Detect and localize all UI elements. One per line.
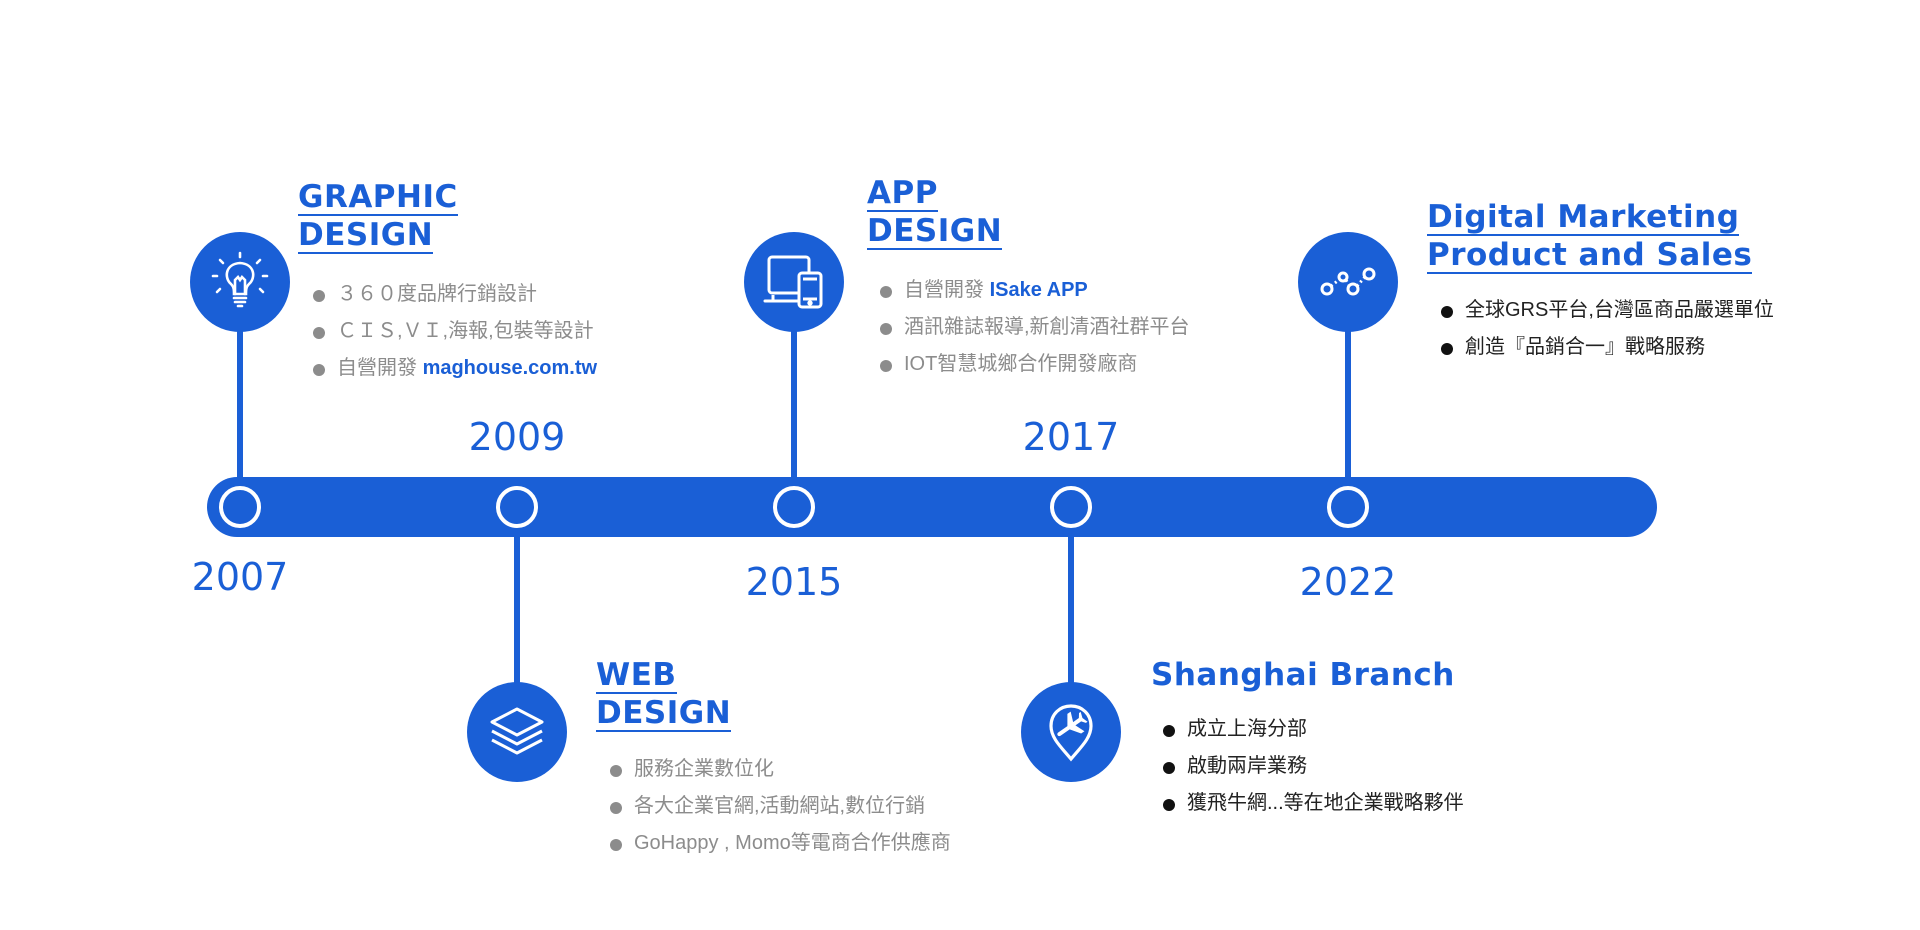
app-name-link[interactable]: ISake APP [989,279,1088,301]
list-item: 獲飛牛網...等在地企業戰略夥伴 [1163,785,1464,822]
timeline-node-2007 [219,486,261,528]
list-item: 自營開發 ISake APP [880,272,1190,309]
list-item: GoHappy , Momo等電商合作供應商 [610,825,951,862]
list-item: 各大企業官網,活動網站,數位行銷 [610,788,951,825]
title-line: Digital Marketing [1427,199,1740,236]
list-item: 啟動兩岸業務 [1163,748,1464,785]
title-line: Product and Sales [1427,237,1753,274]
list-item-text: 酒訊雜誌報導,新創清酒社群平台 [904,316,1190,338]
milestone-list-2022: 全球GRS平台,台灣區商品嚴選單位 創造『品銷合一』戰略服務 [1441,292,1774,366]
milestone-list-2017: 成立上海分部 啟動兩岸業務 獲飛牛網...等在地企業戰略夥伴 [1163,711,1464,822]
list-item: ＣＩＳ,ＶＩ,海報,包裝等設計 [313,313,597,350]
list-item: 成立上海分部 [1163,711,1464,748]
list-item-text: ３６０度品牌行銷設計 [337,283,537,305]
airplane-pin-icon [1049,704,1093,762]
stem-2022 [1345,330,1351,480]
layers-icon [490,707,544,755]
title-line: DESIGN [867,213,1003,250]
milestone-title-2015: APP DESIGN [867,174,1003,250]
list-item: 酒訊雜誌報導,新創清酒社群平台 [880,309,1190,346]
milestone-title-2009: WEB DESIGN [596,656,732,732]
list-item-text: 自營開發 [337,357,423,379]
timeline-node-2017 [1050,486,1092,528]
milestone-icon-2009 [467,682,567,782]
list-item-text: 成立上海分部 [1187,718,1307,740]
stem-2015 [791,330,797,480]
year-label-2009: 2009 [468,415,566,459]
website-link[interactable]: maghouse.com.tw [422,357,598,379]
title-line: DESIGN [596,695,732,732]
milestone-title-2017: Shanghai Branch [1151,656,1455,694]
milestone-icon-2007 [190,232,290,332]
title-line: Shanghai Branch [1151,657,1455,693]
devices-icon [763,255,823,309]
year-label-2007: 2007 [191,555,289,599]
list-item: 服務企業數位化 [610,751,951,788]
title-line: GRAPHIC [298,179,458,216]
timeline-node-2015 [773,486,815,528]
milestone-list-2015: 自營開發 ISake APP 酒訊雜誌報導,新創清酒社群平台 IOT智慧城鄉合作… [880,272,1190,383]
list-item: IOT智慧城鄉合作開發廠商 [880,346,1190,383]
year-label-2017: 2017 [1022,415,1120,459]
milestone-icon-2022 [1298,232,1398,332]
title-line: WEB [596,657,677,694]
title-line: DESIGN [298,217,434,254]
list-item-text: 全球GRS平台,台灣區商品嚴選單位 [1465,299,1774,321]
chart-line-icon [1320,267,1376,296]
milestone-list-2009: 服務企業數位化 各大企業官網,活動網站,數位行銷 GoHappy , Momo等… [610,751,951,862]
list-item-text: IOT智慧城鄉合作開發廠商 [904,353,1138,375]
list-item: 自營開發 maghouse.com.tw [313,350,597,387]
list-item-text: GoHappy , Momo等電商合作供應商 [634,832,951,854]
list-item-text: 各大企業官網,活動網站,數位行銷 [634,795,926,817]
list-item-text: 自營開發 [904,279,990,301]
timeline-bar [207,477,1657,537]
timeline-node-2022 [1327,486,1369,528]
list-item-text: ＣＩＳ,ＶＩ,海報,包裝等設計 [337,320,594,342]
list-item: 創造『品銷合一』戰略服務 [1441,329,1774,366]
year-label-2022: 2022 [1299,560,1397,604]
stem-2017 [1068,535,1074,685]
stem-2007 [237,330,243,480]
list-item-text: 啟動兩岸業務 [1187,755,1307,777]
list-item: 全球GRS平台,台灣區商品嚴選單位 [1441,292,1774,329]
lightbulb-icon [211,251,269,308]
title-line: APP [867,175,938,212]
milestone-list-2007: ３６０度品牌行銷設計 ＣＩＳ,ＶＩ,海報,包裝等設計 自營開發 maghouse… [313,276,597,387]
list-item-text: 服務企業數位化 [634,758,774,780]
milestone-icon-2015 [744,232,844,332]
milestone-title-2022: Digital Marketing Product and Sales [1427,198,1753,274]
stem-2009 [514,535,520,685]
year-label-2015: 2015 [745,560,843,604]
list-item-text: 獲飛牛網...等在地企業戰略夥伴 [1187,792,1464,814]
milestone-icon-2017 [1021,682,1121,782]
list-item: ３６０度品牌行銷設計 [313,276,597,313]
list-item-text: 創造『品銷合一』戰略服務 [1465,336,1705,358]
milestone-title-2007: GRAPHIC DESIGN [298,178,458,254]
timeline-node-2009 [496,486,538,528]
